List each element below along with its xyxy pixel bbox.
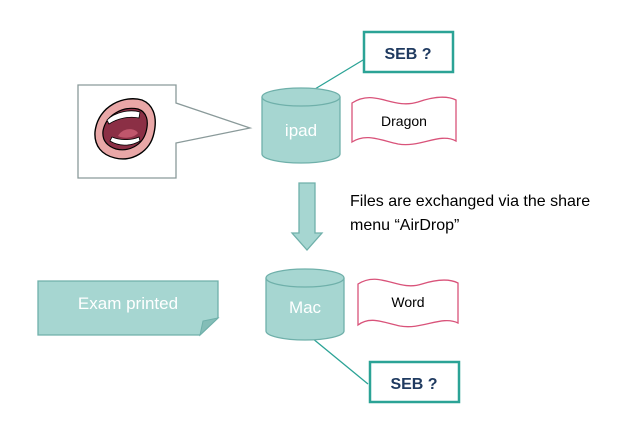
note-fold-corner <box>199 317 220 337</box>
exam-printed-label: Exam printed <box>78 294 178 313</box>
dragon-document-shape <box>351 96 457 146</box>
connector-mac-seb <box>311 337 369 385</box>
word-document-label: Word <box>391 294 424 310</box>
ipad-label: ipad <box>285 121 317 140</box>
mac-cylinder <box>265 268 345 341</box>
speech-bubble-icon <box>77 84 253 179</box>
mac-label: Mac <box>289 298 322 317</box>
word-document-shape <box>357 278 459 328</box>
transfer-caption: Files are exchanged via the share menu “… <box>350 193 591 234</box>
down-arrow-icon <box>290 182 324 251</box>
seb-callout-top <box>362 30 455 74</box>
ipad-cylinder <box>261 87 341 164</box>
seb-callout-top-label: SEB ? <box>384 46 431 63</box>
dragon-document-label: Dragon <box>381 113 427 129</box>
mouth-icon <box>94 98 156 160</box>
seb-callout-bottom <box>368 360 461 404</box>
seb-callout-bottom-label: SEB ? <box>390 376 437 393</box>
